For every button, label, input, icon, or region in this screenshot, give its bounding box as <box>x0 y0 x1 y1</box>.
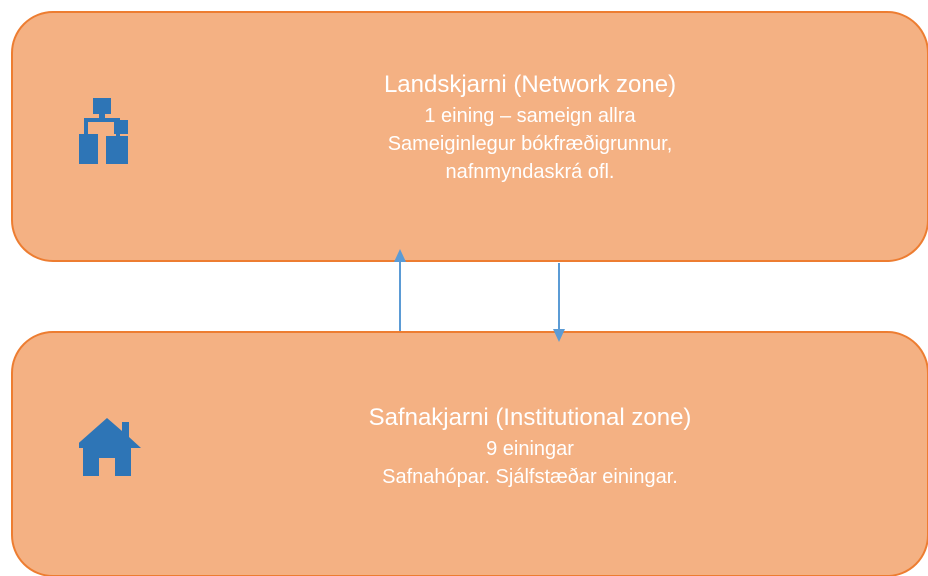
institutional-zone-title: Safnakjarni (Institutional zone) <box>368 404 692 431</box>
institutional-zone-text: Safnakjarni (Institutional zone) 9 einin… <box>133 401 927 491</box>
house-icon <box>79 418 141 476</box>
network-zone-line2: Sameiginlegur bókfræðigrunnur, <box>387 133 673 155</box>
network-zone-line3: nafnmyndaskrá ofl. <box>445 161 615 183</box>
network-zone-line1: 1 eining – sameign allra <box>424 105 636 127</box>
institutional-zone-line1: 9 einingar <box>486 438 574 460</box>
network-zone-title: Landskjarni (Network zone) <box>383 71 677 98</box>
institutional-zone-box: Safnakjarni (Institutional zone) 9 einin… <box>11 331 928 576</box>
network-zone-box: Landskjarni (Network zone) 1 eining – sa… <box>11 11 928 262</box>
network-icon <box>79 98 128 164</box>
institutional-zone-line2: Safnahópar. Sjálfstæðar einingar. <box>382 466 678 488</box>
network-zone-text: Landskjarni (Network zone) 1 eining – sa… <box>133 68 927 186</box>
